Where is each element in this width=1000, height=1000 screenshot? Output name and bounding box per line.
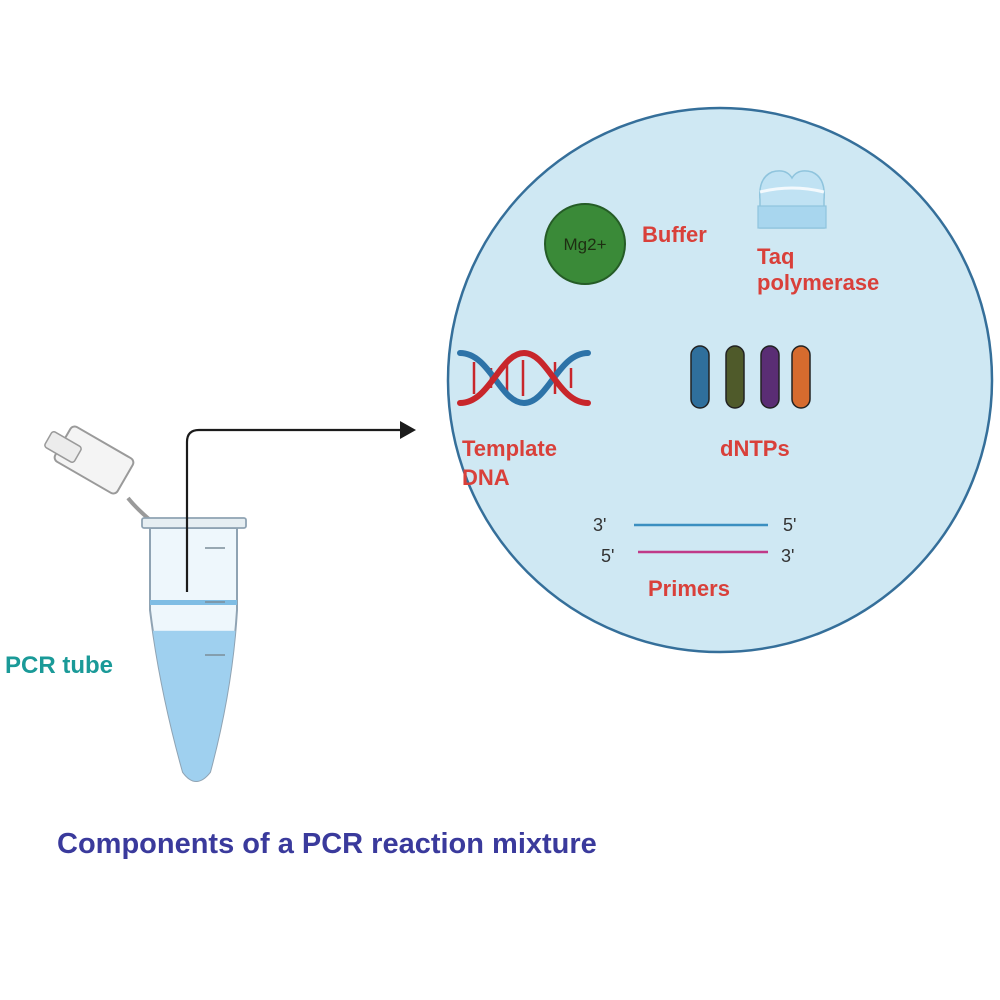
taq-label: Taq	[757, 244, 794, 269]
arrow-head	[400, 421, 416, 439]
tube-liquid	[150, 630, 237, 781]
magnify-arrow	[185, 428, 400, 592]
dntps-label: dNTPs	[720, 436, 790, 461]
buffer-label: Buffer	[642, 222, 707, 247]
mg-ion-label: Mg2+	[564, 235, 607, 254]
polymerase-label: polymerase	[757, 270, 879, 295]
dntp-icons	[690, 345, 811, 409]
primer-bottom-left-end: 5'	[601, 546, 614, 566]
taq-polymerase-icon	[757, 170, 827, 229]
primer-top-left-end: 3'	[593, 515, 606, 535]
dna-label: DNA	[462, 465, 510, 490]
dntp-nucleotide	[725, 345, 745, 409]
primer-top-right-end: 5'	[783, 515, 796, 535]
pcr-tube	[141, 517, 247, 782]
dntp-nucleotide	[791, 345, 811, 409]
template-label: Template	[462, 436, 557, 461]
mg-ion-icon	[544, 203, 626, 285]
pcr-tube-label: PCR tube	[5, 652, 113, 679]
mixture-circle	[446, 106, 994, 654]
dntp-nucleotide	[760, 345, 780, 409]
diagram-title: Components of a PCR reaction mixture	[57, 828, 597, 860]
dna-helix-icon	[457, 349, 591, 407]
primer-bottom-right-end: 3'	[781, 546, 794, 566]
tube-lid	[44, 425, 152, 522]
primers-label: Primers	[648, 576, 730, 601]
dntp-nucleotide	[690, 345, 710, 409]
